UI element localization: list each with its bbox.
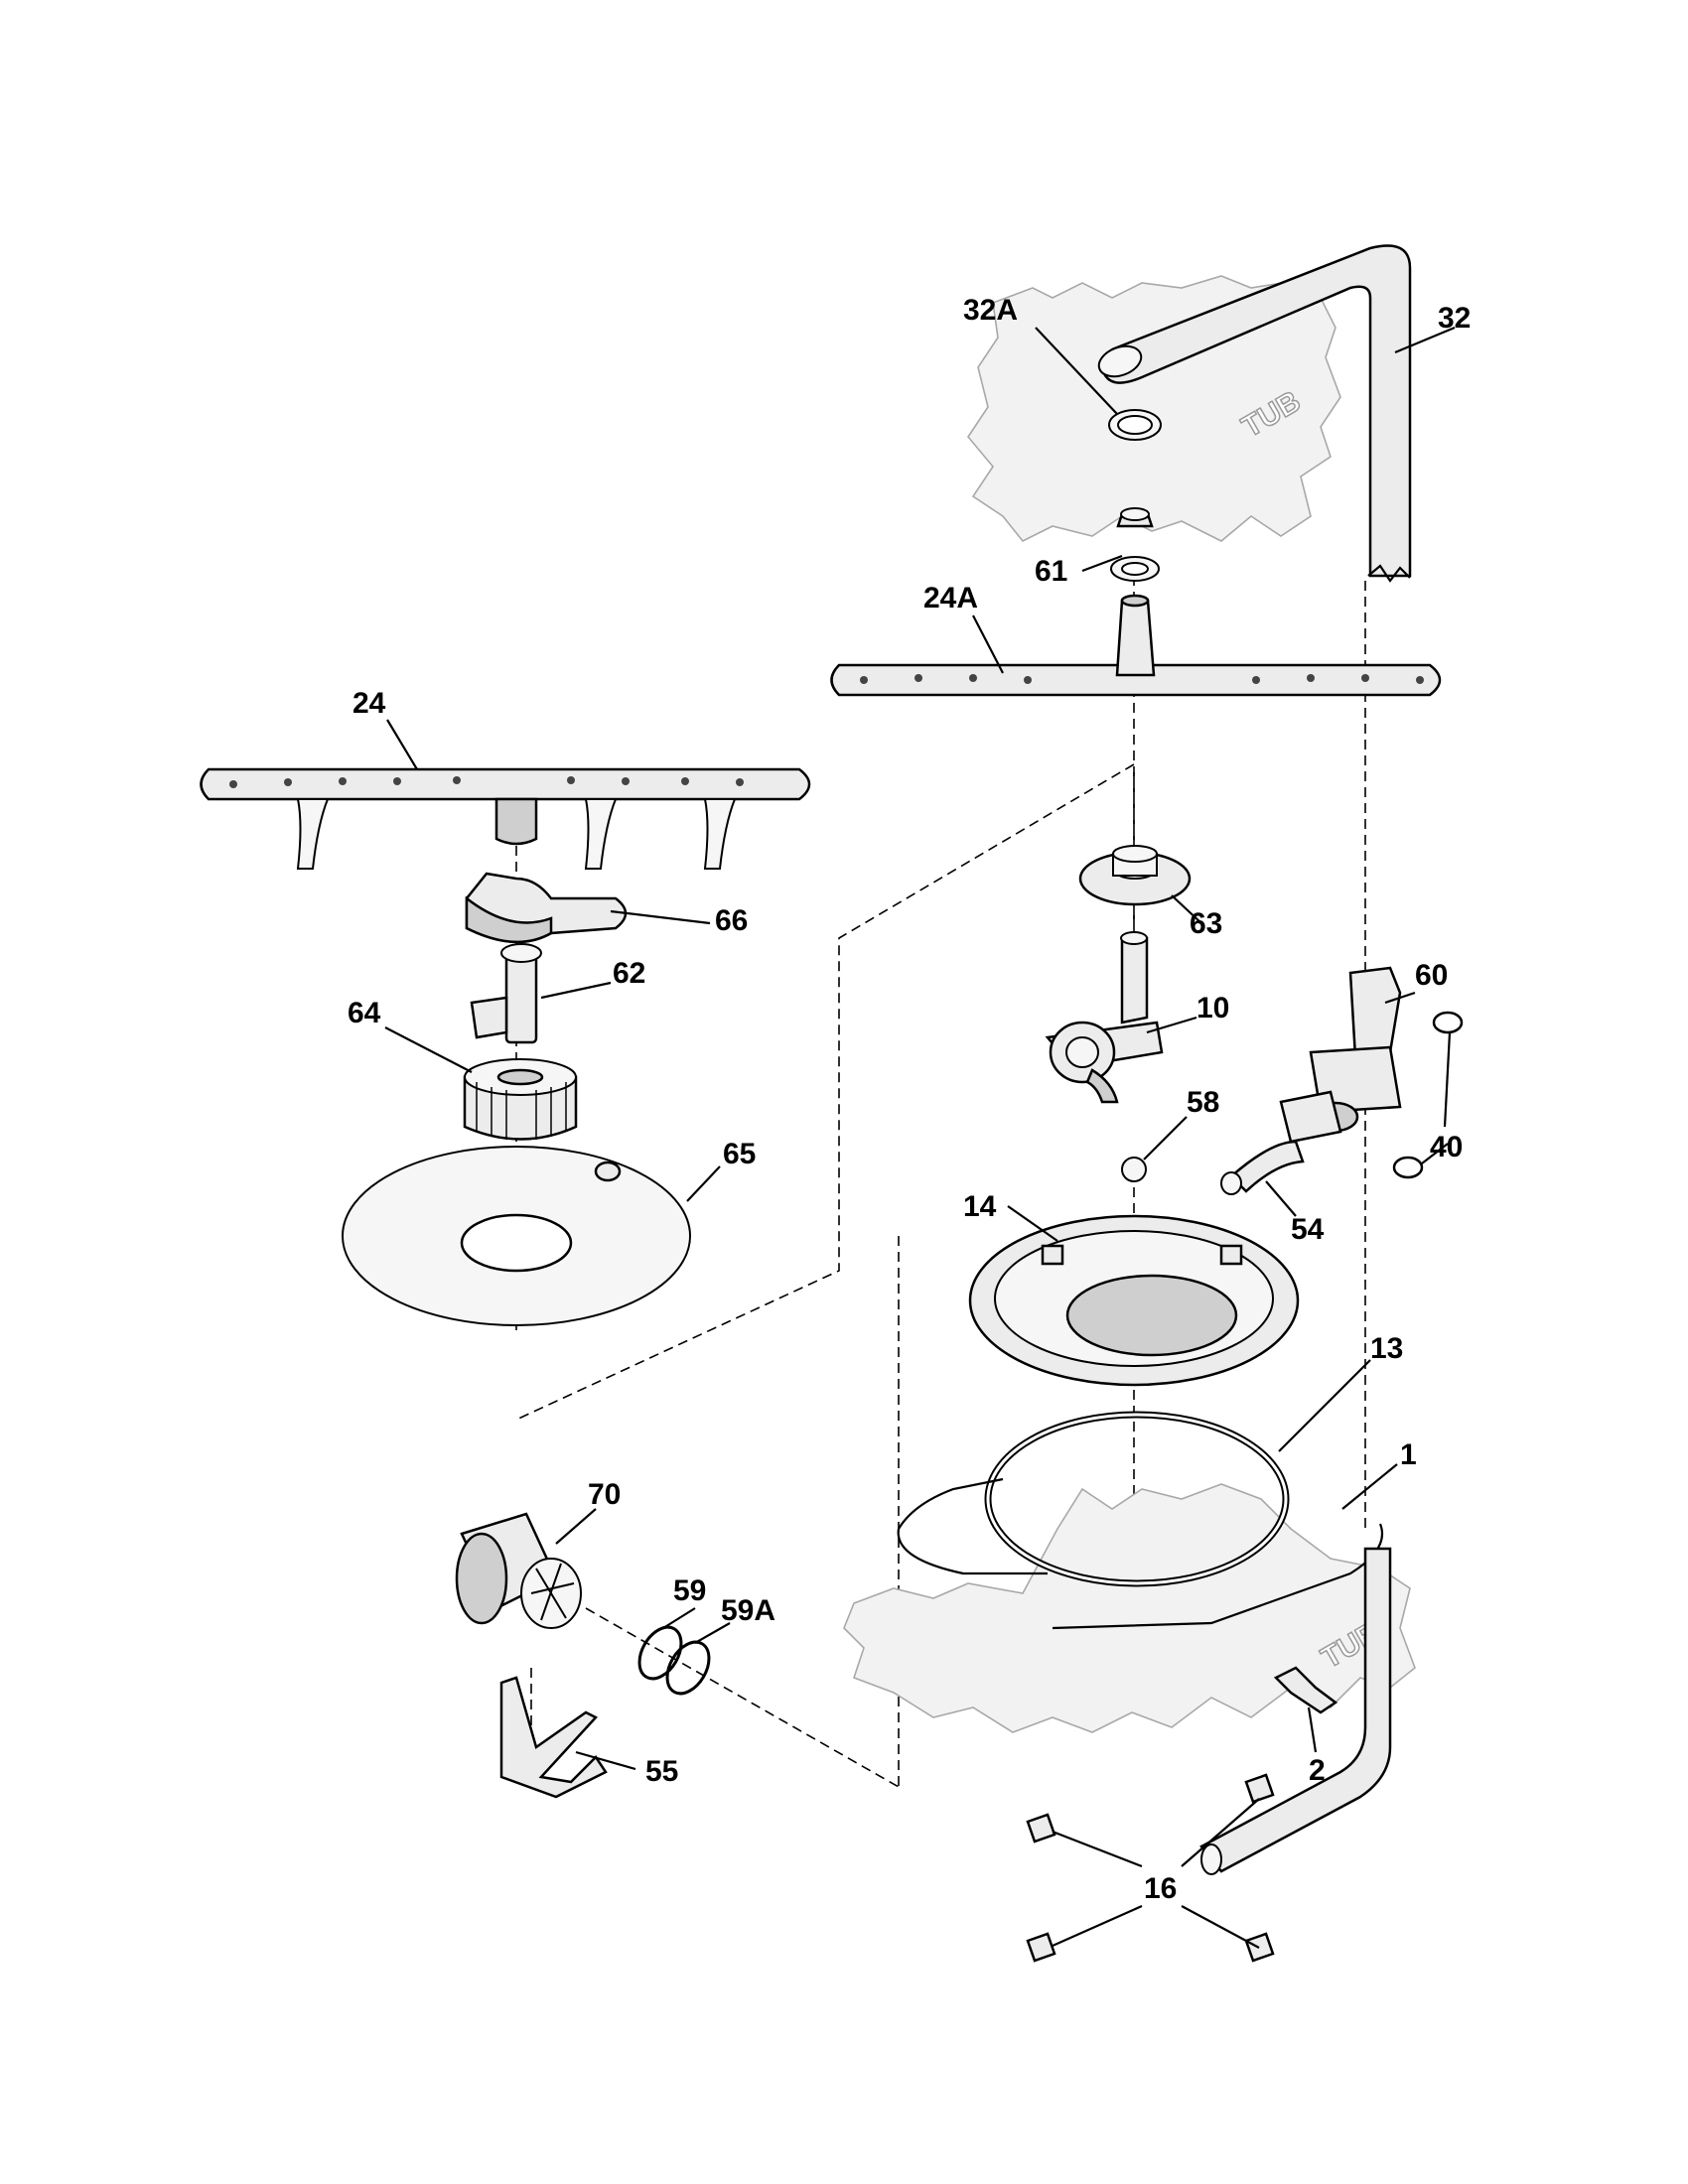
pump-housing-part (1045, 931, 1164, 1104)
sump-gasket-part (984, 1411, 1290, 1587)
clip-bracket-part (1273, 1666, 1338, 1714)
nut-part (1110, 507, 1160, 582)
tube-assembly-part (470, 943, 542, 1044)
inlet-valve-part (1279, 966, 1402, 1144)
tub-region-lower: TUB (843, 1483, 1416, 1733)
sump-part (968, 1214, 1300, 1387)
callout-labels: 32A 32 61 24A 24 66 63 62 60 64 10 58 40… (348, 294, 1471, 1905)
callout-58: 58 (1187, 1086, 1219, 1119)
callout-32: 32 (1438, 302, 1471, 335)
check-ball-part (1121, 1157, 1147, 1182)
callout-64: 64 (348, 997, 381, 1029)
upper-hub-part (1078, 845, 1192, 906)
callout-24: 24 (352, 687, 386, 720)
callout-24A: 24A (923, 582, 978, 614)
callout-16: 16 (1144, 1872, 1177, 1905)
callout-62: 62 (613, 957, 645, 990)
filter-screen-part (342, 1146, 691, 1326)
filter-basket-part (463, 1058, 578, 1141)
callout-1: 1 (1400, 1438, 1417, 1471)
tub-region-upper: TUB (967, 275, 1341, 543)
motor-part (455, 1512, 582, 1629)
clamp-part (1392, 1011, 1464, 1179)
callout-40: 40 (1430, 1131, 1463, 1163)
callout-54: 54 (1291, 1213, 1325, 1246)
callout-13: 13 (1370, 1332, 1403, 1365)
motor-bracket-part (499, 1676, 608, 1799)
lower-spray-arm-part (200, 767, 811, 870)
supply-tube-part (1097, 244, 1412, 583)
callout-61: 61 (1035, 555, 1067, 588)
callout-65: 65 (723, 1138, 756, 1170)
callout-2: 2 (1309, 1754, 1326, 1787)
filter-clip-part (465, 872, 628, 944)
o-ring-parts (637, 1625, 711, 1696)
callout-59A: 59A (721, 1594, 775, 1627)
callout-32A: 32A (963, 294, 1018, 327)
leader-lines (384, 326, 1456, 1949)
mounting-clip-parts (1026, 1773, 1275, 1963)
callout-63: 63 (1190, 907, 1222, 940)
hose-part (1220, 1140, 1305, 1195)
callout-59: 59 (673, 1574, 706, 1607)
drain-tube-part (1199, 1547, 1392, 1875)
gasket-ring-part (1108, 409, 1162, 441)
callout-60: 60 (1415, 959, 1448, 992)
callout-14: 14 (963, 1190, 997, 1223)
upper-spray-arm-part (830, 594, 1442, 697)
callout-55: 55 (645, 1755, 678, 1788)
callout-66: 66 (715, 904, 748, 937)
callout-10: 10 (1196, 992, 1229, 1024)
callout-70: 70 (588, 1478, 621, 1511)
